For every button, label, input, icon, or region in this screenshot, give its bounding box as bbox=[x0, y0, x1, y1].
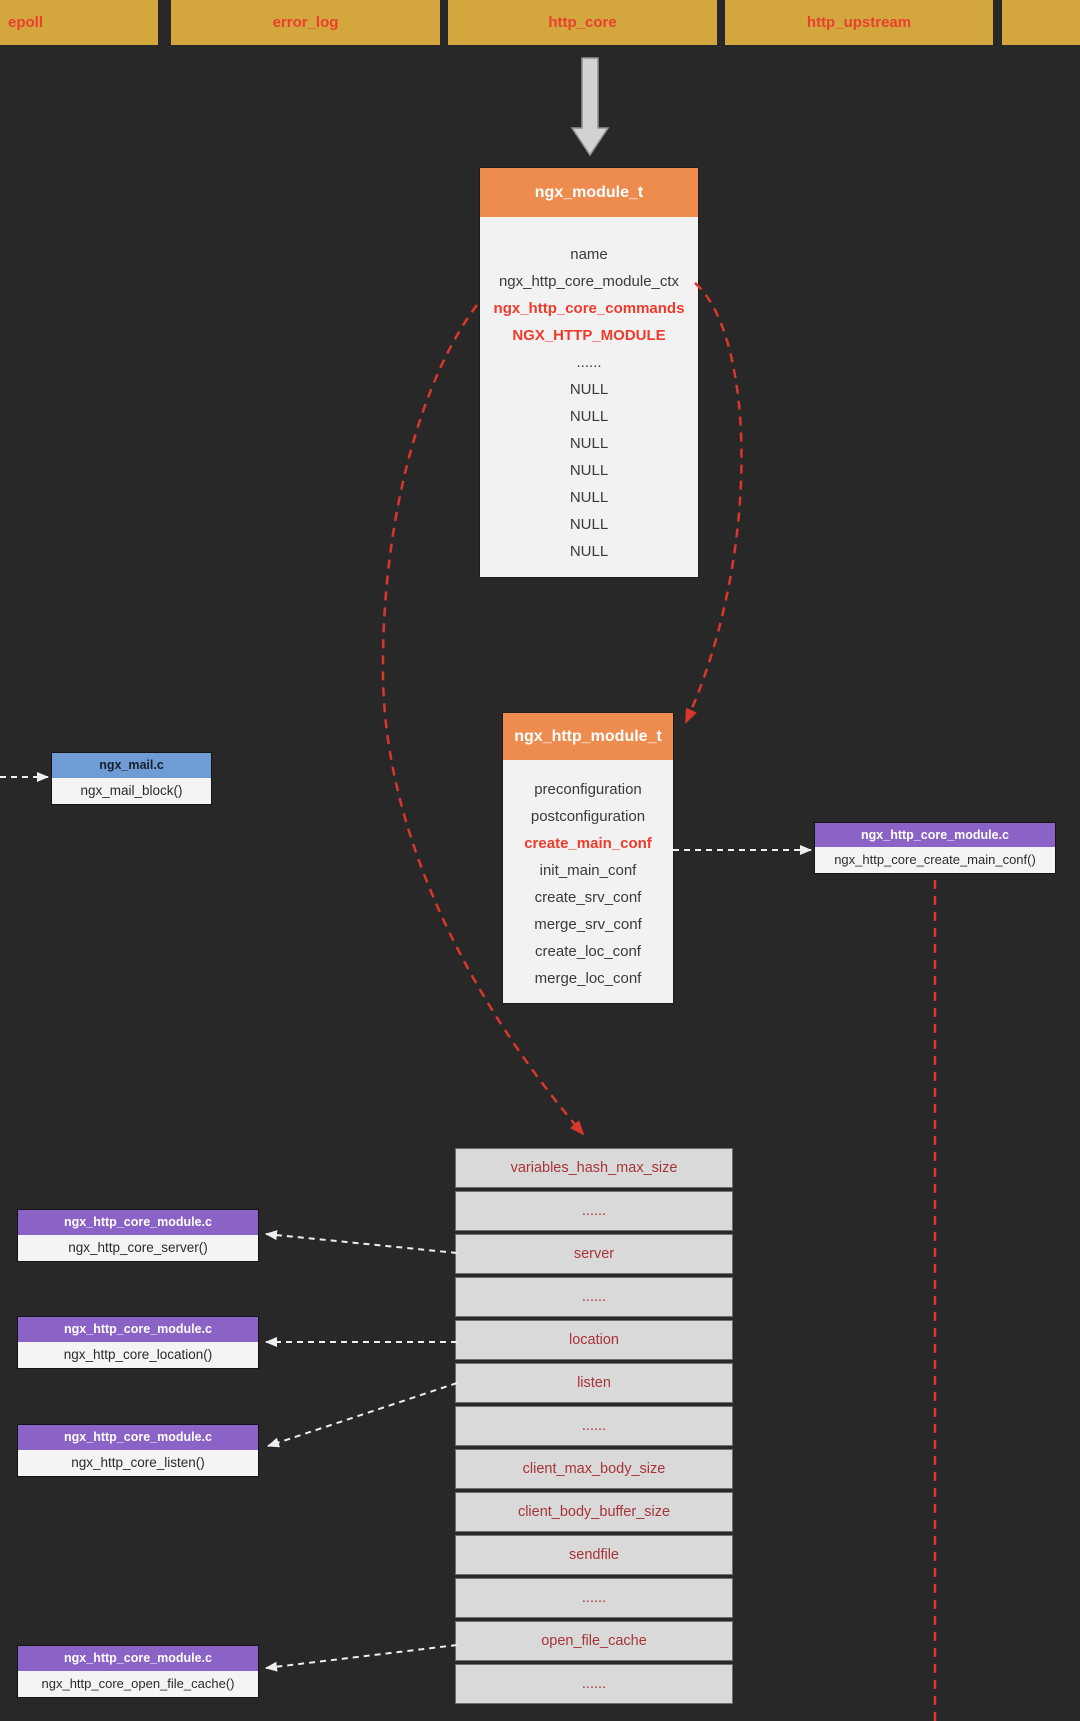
struct-field: NULL bbox=[569, 543, 609, 560]
function-name: ngx_http_core_listen() bbox=[18, 1450, 258, 1476]
ngx-module-t-title: ngx_module_t bbox=[480, 168, 698, 217]
open-file-cache-handler-box: ngx_http_core_module.c ngx_http_core_ope… bbox=[18, 1646, 258, 1697]
create-main-conf-file-box: ngx_http_core_module.c ngx_http_core_cre… bbox=[815, 823, 1055, 873]
ngx-mail-box: ngx_mail.c ngx_mail_block() bbox=[52, 753, 211, 804]
ngx-http-module-t-title: ngx_http_module_t bbox=[503, 713, 673, 760]
struct-field: NULL bbox=[569, 381, 609, 398]
struct-field: ngx_http_core_module_ctx bbox=[498, 273, 680, 290]
conf-table-row: server bbox=[455, 1234, 733, 1274]
function-name: ngx_mail_block() bbox=[52, 778, 211, 804]
conf-table-row: ...... bbox=[455, 1664, 733, 1704]
function-name: ngx_http_core_server() bbox=[18, 1235, 258, 1261]
conf-table-row: location bbox=[455, 1320, 733, 1360]
conf-table-row: listen bbox=[455, 1363, 733, 1403]
struct-field: init_main_conf bbox=[539, 862, 637, 879]
file-name: ngx_http_core_module.c bbox=[18, 1210, 258, 1235]
struct-field: merge_srv_conf bbox=[534, 916, 642, 933]
conf-table-row: client_max_body_size bbox=[455, 1449, 733, 1489]
conf-table-row: sendfile bbox=[455, 1535, 733, 1575]
tab-partial[interactable] bbox=[1002, 0, 1080, 45]
location-handler-box: ngx_http_core_module.c ngx_http_core_loc… bbox=[18, 1317, 258, 1368]
ngx-module-t-box: ngx_module_t name ngx_http_core_module_ct… bbox=[480, 168, 698, 577]
conf-table-row: ...... bbox=[455, 1406, 733, 1446]
wire-listen bbox=[267, 1382, 458, 1448]
conf-table-row: ...... bbox=[455, 1191, 733, 1231]
struct-field: NULL bbox=[569, 489, 609, 506]
struct-field: merge_loc_conf bbox=[534, 970, 642, 987]
file-name: ngx_http_core_module.c bbox=[18, 1646, 258, 1671]
tab-error-log[interactable]: error_log bbox=[171, 0, 440, 45]
struct-field: NULL bbox=[569, 462, 609, 479]
ngx-module-t-fields: name ngx_http_core_module_ctx ngx_http_cor… bbox=[480, 217, 698, 577]
listen-handler-box: ngx_http_core_module.c ngx_http_core_lis… bbox=[18, 1425, 258, 1476]
struct-field: name bbox=[570, 246, 608, 263]
struct-field: NULL bbox=[569, 408, 609, 425]
tab-label: http_upstream bbox=[806, 14, 912, 31]
struct-field: ...... bbox=[576, 354, 602, 371]
function-name: ngx_http_core_location() bbox=[18, 1342, 258, 1368]
file-name: ngx_http_core_module.c bbox=[18, 1317, 258, 1342]
struct-field: create_srv_conf bbox=[534, 889, 642, 906]
file-name: ngx_http_core_module.c bbox=[815, 823, 1055, 847]
tab-http-upstream[interactable]: http_upstream bbox=[725, 0, 993, 45]
http-core-conf-table: variables_hash_max_size......server.....… bbox=[455, 1148, 733, 1707]
tab-label: error_log bbox=[272, 14, 339, 31]
wire-open-file-cache bbox=[265, 1644, 458, 1672]
struct-field: NGX_HTTP_MODULE bbox=[512, 327, 666, 344]
conf-table-row: open_file_cache bbox=[455, 1621, 733, 1661]
tab-label: epoll bbox=[8, 14, 44, 31]
struct-field: create_main_conf bbox=[524, 835, 652, 852]
flow-down-arrow bbox=[570, 57, 610, 157]
conf-table-row: variables_hash_max_size bbox=[455, 1148, 733, 1188]
tab-http-core[interactable]: http_core bbox=[448, 0, 717, 45]
function-name: ngx_http_core_open_file_cache() bbox=[18, 1671, 258, 1697]
struct-field: NULL bbox=[569, 516, 609, 533]
wire-server bbox=[265, 1230, 458, 1254]
struct-field: NULL bbox=[569, 435, 609, 452]
ngx-http-module-t-box: ngx_http_module_t preconfiguration postco… bbox=[503, 713, 673, 1003]
struct-field: ngx_http_core_commands bbox=[493, 300, 685, 317]
struct-field: preconfiguration bbox=[534, 781, 642, 798]
tab-label: http_core bbox=[548, 14, 617, 31]
file-name: ngx_mail.c bbox=[52, 753, 211, 778]
struct-field: postconfiguration bbox=[530, 808, 646, 825]
function-name: ngx_http_core_create_main_conf() bbox=[815, 847, 1055, 873]
conf-table-row: client_body_buffer_size bbox=[455, 1492, 733, 1532]
ngx-http-module-t-fields: preconfiguration postconfiguration create_… bbox=[503, 760, 673, 1003]
tab-epoll[interactable]: epoll bbox=[0, 0, 158, 45]
file-name: ngx_http_core_module.c bbox=[18, 1425, 258, 1450]
conf-table-row: ...... bbox=[455, 1578, 733, 1618]
conf-table-row: ...... bbox=[455, 1277, 733, 1317]
struct-field: create_loc_conf bbox=[535, 943, 641, 960]
server-handler-box: ngx_http_core_module.c ngx_http_core_ser… bbox=[18, 1210, 258, 1261]
